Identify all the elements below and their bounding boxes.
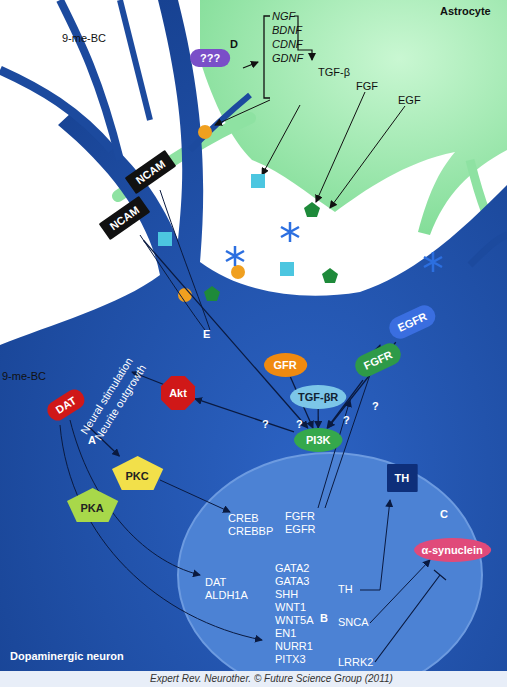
- node-text: Akt: [169, 387, 187, 399]
- text-label: ALDH1A: [205, 589, 248, 602]
- node-text: PI3K: [306, 434, 330, 446]
- text-label: NGF: [272, 10, 295, 23]
- protein-box: TH: [387, 464, 418, 492]
- protein-blob: α-synuclein: [414, 538, 491, 562]
- node-text: TH: [395, 472, 410, 484]
- text-label: CDNF: [272, 38, 303, 51]
- text-label: SHH: [275, 588, 298, 601]
- arrow: [330, 106, 405, 208]
- callout-label: ?: [343, 414, 350, 427]
- node-text: PKA: [81, 502, 104, 514]
- arrow: [160, 480, 230, 512]
- text-label: 9-me-BC: [62, 32, 106, 45]
- text-label: WNT1: [275, 601, 306, 614]
- text-label: EGF: [398, 94, 421, 107]
- text-label: 9-me-BC: [2, 370, 46, 383]
- callout-label: Dopaminergic neuron: [10, 650, 124, 663]
- connector: [318, 409, 319, 428]
- connector: [328, 342, 396, 428]
- nucleus: [178, 453, 482, 687]
- receptor: GFR: [264, 353, 307, 377]
- text-label: GATA3: [275, 575, 309, 588]
- kinase-ellipse: PI3K: [294, 428, 342, 452]
- receptor-pill: ???: [190, 49, 230, 67]
- text-label: FGFR: [285, 510, 315, 523]
- callout-label: C: [440, 508, 448, 521]
- text-label: EGFR: [285, 523, 316, 536]
- receptor: FGFR: [352, 340, 405, 380]
- text-label: SNCA: [338, 616, 369, 629]
- kinase-pentagon: PKC: [112, 456, 163, 490]
- arrow: [215, 100, 270, 125]
- dendrite: [470, 235, 507, 265]
- footer-band: [0, 671, 507, 687]
- text-label: GATA2: [275, 562, 309, 575]
- kinase-pentagon: PKA: [67, 488, 118, 522]
- node-text: α-synuclein: [422, 544, 483, 556]
- callout-label: D: [230, 38, 238, 51]
- connector: [143, 240, 307, 428]
- kinase-octagon: Akt: [161, 376, 195, 410]
- ncam-box: NCAM: [124, 150, 176, 194]
- node-text: ???: [200, 52, 220, 64]
- transporter: DAT: [44, 386, 88, 424]
- text-label: BDNF: [272, 24, 302, 37]
- text-label: WNT5A: [275, 614, 314, 627]
- text-label: TGF-β: [318, 66, 350, 79]
- connector: [195, 399, 294, 432]
- text-label: CREBBP: [228, 525, 273, 538]
- wire: [160, 190, 210, 330]
- text-label: GDNF: [272, 52, 303, 65]
- receptor: EGFR: [385, 302, 438, 342]
- callout-label: E: [203, 328, 210, 341]
- dendrite: [120, 0, 150, 120]
- arrow: [318, 400, 350, 508]
- callout-label: Astrocyte: [440, 5, 491, 18]
- text-label: FGF: [356, 80, 378, 93]
- text-label: NURR1: [275, 640, 313, 653]
- arrow: [262, 105, 300, 175]
- arrow: [316, 92, 365, 202]
- arrow: [243, 62, 258, 68]
- node-text: GFR: [274, 359, 297, 371]
- receptor: TGF-βR: [290, 385, 346, 409]
- growth-factors: [158, 125, 442, 302]
- text-label: TH: [338, 583, 353, 596]
- caption: Expert Rev. Neurother. © Future Science …: [150, 673, 393, 685]
- callout-label: ?: [372, 400, 379, 413]
- text-label: EN1: [275, 627, 296, 640]
- arrow: [370, 560, 430, 623]
- text-label: DAT: [205, 576, 226, 589]
- bracket: [264, 16, 270, 98]
- node-text: TGF-βR: [298, 391, 338, 403]
- text-label: LRRK2: [338, 656, 373, 669]
- callout-label: ?: [262, 418, 269, 431]
- node-text: PKC: [126, 470, 149, 482]
- callout-label: ?: [296, 418, 303, 431]
- ncam-box: NCAM: [98, 196, 150, 240]
- callout-label: A: [88, 434, 96, 447]
- dendrite: [60, 0, 120, 160]
- inhibition-line: [375, 570, 446, 662]
- text-label: CREB: [228, 512, 259, 525]
- callout-label: B: [320, 612, 328, 625]
- text-label: PITX3: [275, 653, 306, 666]
- arrow: [360, 500, 390, 590]
- wire: [140, 235, 205, 330]
